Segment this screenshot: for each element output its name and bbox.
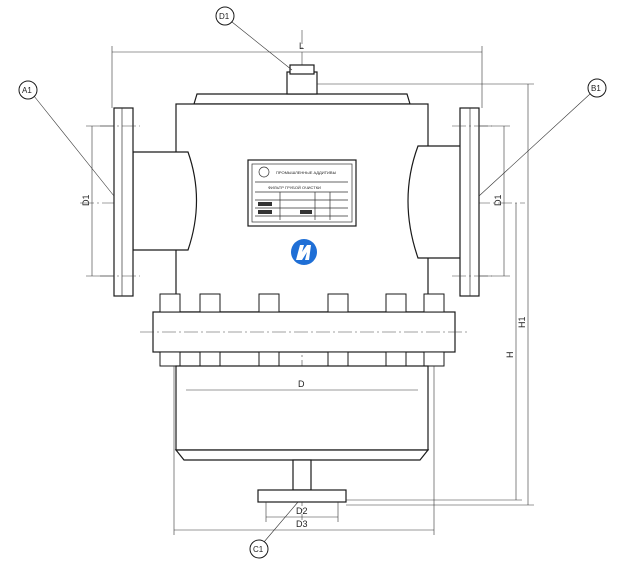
top-cap xyxy=(286,71,318,95)
callout-a1 xyxy=(18,80,38,100)
top-nut xyxy=(289,64,315,75)
dim-label-h: H xyxy=(505,352,515,359)
leader-d1 xyxy=(231,21,293,71)
nameplate: ПРОМЫШЛЕННЫЕ АДДИТИВЫ ФИЛЬТР ГРУБОЙ ОЧИС… xyxy=(247,159,357,227)
leader-a1 xyxy=(33,95,115,197)
callout-c1 xyxy=(249,539,269,559)
callout-label-d1: D1 xyxy=(219,12,230,21)
left-flange xyxy=(113,107,134,297)
flange-bolts-bottom xyxy=(159,351,445,367)
callout-label-b1: B1 xyxy=(591,84,601,93)
leader-b1 xyxy=(478,93,591,197)
callout-label-a1: A1 xyxy=(22,86,32,95)
nameplate-logo-icon xyxy=(258,166,270,178)
dim-label-h1: H1 xyxy=(517,316,527,328)
left-pipe xyxy=(132,151,198,251)
callout-d1 xyxy=(215,6,235,26)
bottom-lid xyxy=(174,449,430,461)
lower-body xyxy=(175,365,429,451)
nameplate-line1: ПРОМЫШЛЕННЫЕ АДДИТИВЫ xyxy=(276,170,337,175)
right-flange xyxy=(459,107,480,297)
dim-label-d3: D3 xyxy=(296,519,308,529)
flange-bolts-top xyxy=(159,293,445,313)
top-lid xyxy=(193,93,411,105)
leader-c1 xyxy=(263,501,299,543)
drain-flange xyxy=(257,489,347,503)
callout-b1 xyxy=(587,78,607,98)
company-logo-icon xyxy=(291,239,317,265)
callout-label-c1: C1 xyxy=(253,545,264,554)
dim-label-d1-left: D1 xyxy=(81,194,91,206)
dim-label-d1-right: D1 xyxy=(493,194,503,206)
dim-label-l: L xyxy=(299,41,304,51)
nameplate-line2: ФИЛЬТР ГРУБОЙ ОЧИСТКИ xyxy=(268,185,321,190)
dim-label-d: D xyxy=(298,379,305,389)
dim-label-d2: D2 xyxy=(296,506,308,516)
right-pipe xyxy=(407,145,472,259)
drain-pipe xyxy=(292,459,312,491)
